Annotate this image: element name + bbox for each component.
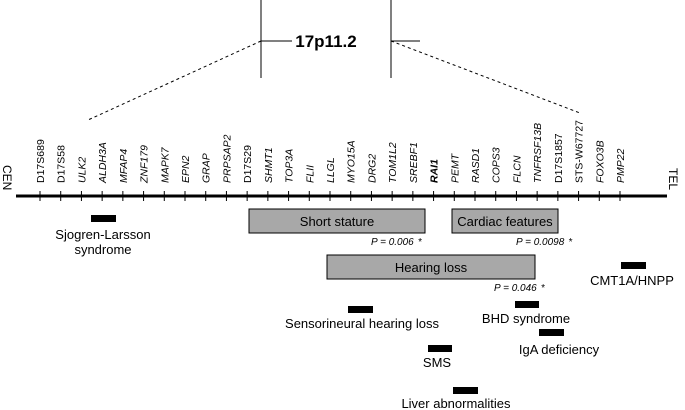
region-pvalue: P = 0.006 *: [371, 237, 423, 248]
locus-label: TOM1L2: [387, 142, 399, 183]
feature-bar: [621, 262, 646, 269]
pvalue-star: *: [541, 283, 546, 294]
locus-label: TOP3A: [284, 149, 296, 183]
locus-label: DRG2: [366, 154, 378, 183]
locus-label: D17S58: [56, 145, 68, 183]
locus-label: PRPSAP2: [221, 134, 233, 183]
feature-bar: [428, 345, 452, 352]
region-label: Cardiac features: [457, 214, 553, 229]
feature-bar: [539, 329, 564, 336]
region-box: [248, 208, 426, 234]
locus-label: TNFRSF13B: [532, 123, 544, 183]
feature-liver-abnormalities: Liver abnormalities: [401, 387, 511, 410]
locus-label: COPS3: [491, 147, 503, 183]
locus-label: RAI1: [429, 159, 441, 183]
region-pvalue: P = 0.046 *: [494, 283, 546, 294]
region-label: Short stature: [300, 214, 374, 229]
locus-label: PMP22: [615, 148, 627, 183]
locus-label: D17S29: [242, 145, 254, 183]
region-box: [451, 208, 559, 234]
locus-label: STS-W67727: [574, 120, 586, 183]
feature-label-line: syndrome: [74, 242, 131, 257]
locus-label: MYO15A: [346, 140, 358, 183]
feature-bar: [348, 306, 373, 313]
feature-bhd-syndrome: BHD syndrome: [482, 301, 570, 326]
locus-label: ZNF179: [139, 145, 151, 184]
feature-label: BHD syndrome: [482, 311, 570, 326]
centromere-label: CEN: [0, 165, 14, 190]
feature-sms: SMS: [423, 345, 452, 370]
feature-sensorineural-hearing-loss: Sensorineural hearing loss: [285, 306, 439, 331]
feature-bar: [515, 301, 539, 308]
band-label: 17p11.2: [295, 32, 356, 51]
region-short-stature: Short stature P = 0.006 *: [248, 208, 426, 248]
locus-label: PEMT: [449, 152, 461, 183]
feature-label: SMS: [423, 355, 452, 370]
locus-label: ULK2: [76, 157, 88, 183]
locus-label: FLII: [304, 165, 316, 183]
locus-label: LLGL: [325, 157, 337, 183]
locus-label: EPN2: [180, 155, 192, 183]
locus-label: MFAP4: [118, 149, 130, 183]
zoom-line-left: [87, 40, 262, 121]
locus-label: D17S689: [35, 139, 47, 183]
pvalue-star: *: [568, 237, 573, 248]
pvalue-star: *: [418, 237, 423, 248]
region-cardiac-features: Cardiac features P = 0.0098*: [451, 208, 573, 248]
telomere-label: TEL: [666, 168, 680, 190]
feature-label: IgA deficiency: [519, 342, 600, 357]
locus-ticks: [39, 191, 621, 201]
locus-labels: D17S689 D17S58 ULK2 ALDH3A MFAP4 ZNF179 MAPK7 E…: [35, 120, 627, 184]
locus-label: GRAP: [201, 153, 213, 183]
feature-bar: [453, 387, 478, 394]
locus-label: MAPK7: [159, 146, 171, 183]
pvalue-text: P = 0.046: [494, 283, 537, 294]
region-box: [326, 254, 536, 280]
feature-label: Sensorineural hearing loss: [285, 316, 439, 331]
feature-label-line: Sjogren-Larsson: [55, 227, 150, 242]
feature-cmt1a-hnpp: CMT1A/HNPP: [590, 262, 674, 288]
feature-label: Liver abnormalities: [401, 396, 511, 410]
region-pvalue: P = 0.0098*: [516, 237, 573, 248]
locus-label: FOXO3B: [594, 140, 606, 183]
zoom-line-right: [390, 40, 581, 114]
locus-label: D17S1857: [553, 133, 565, 183]
feature-iga-deficiency: IgA deficiency: [519, 329, 600, 357]
locus-label: SHMT1: [263, 147, 275, 183]
locus-label: ALDH3A: [97, 142, 109, 184]
locus-label: RASD1: [470, 148, 482, 183]
feature-label: CMT1A/HNPP: [590, 273, 674, 288]
feature-bar: [91, 215, 116, 222]
region-label: Hearing loss: [395, 260, 468, 275]
locus-label: SREBF1: [408, 142, 420, 183]
locus-label: FLCN: [511, 155, 523, 183]
pvalue-text: P = 0.0098: [516, 237, 565, 248]
pvalue-text: P = 0.006: [371, 237, 414, 248]
region-hearing-loss: Hearing loss P = 0.046 *: [326, 254, 546, 294]
